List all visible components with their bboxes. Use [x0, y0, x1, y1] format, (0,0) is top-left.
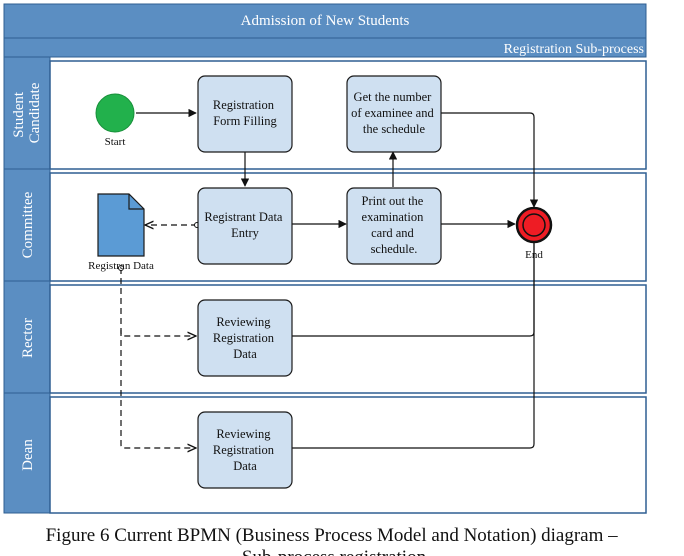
data-object-label: Registran Data	[88, 260, 154, 272]
data-object-fold	[128, 194, 144, 210]
svg-text:Reviewing Registration: Reviewing Registration Data	[213, 427, 277, 473]
task-rector-reviewing-data: Reviewing Registration Data	[197, 299, 293, 377]
task-registrant-data-entry: Registrant Data Entry	[197, 187, 293, 265]
subprocess-label: Registration Sub-process	[504, 42, 644, 57]
data-associations	[120, 225, 197, 448]
association-source-dot	[118, 265, 124, 271]
task-print-examination-card: Print out the examination card and sched…	[346, 187, 442, 265]
end-event-inner	[522, 213, 546, 237]
svg-text:Get the number of examin: Get the number of examinee and the sched…	[351, 90, 437, 136]
task-dean-reviewing-data: Reviewing Registration Data	[197, 411, 293, 489]
pool-title: Admission of New Students	[241, 13, 410, 29]
lane-label-dean: Dean	[20, 439, 36, 471]
flow-dean-to-end	[292, 242, 535, 449]
task-registration-form-filling: Registration Form Filling	[197, 75, 293, 153]
data-object-icon	[97, 193, 145, 257]
flow-get-to-end	[441, 112, 539, 208]
task-get-examinee-schedule: Get the number of examinee and the sched…	[346, 75, 442, 153]
lane-label-student-candidate: Student Candidate	[11, 82, 43, 143]
start-event	[95, 93, 135, 133]
subprocess-header	[3, 37, 647, 58]
svg-text:Registration Form Fillin: Registration Form Filling	[213, 98, 278, 128]
pool-header	[3, 3, 647, 39]
lane-dean: Dean	[3, 392, 647, 514]
svg-text:Registrant Data Entry: Registrant Data Entry	[204, 210, 285, 240]
end-event-label: End	[525, 249, 543, 261]
association-data-to-dean	[120, 330, 196, 448]
lane-label-committee: Committee	[20, 191, 36, 258]
svg-text:Reviewing Registration: Reviewing Registration Data	[213, 315, 277, 361]
figure-caption: Figure 6 Current BPMN (Business Process …	[46, 525, 623, 556]
start-event-label: Start	[105, 136, 126, 148]
lane-rector: Rector	[3, 280, 647, 394]
svg-text:Print out the examinatio: Print out the examination card and sched…	[362, 194, 427, 256]
lane-label-rector: Rector	[20, 318, 36, 358]
sequence-flows	[136, 108, 539, 449]
